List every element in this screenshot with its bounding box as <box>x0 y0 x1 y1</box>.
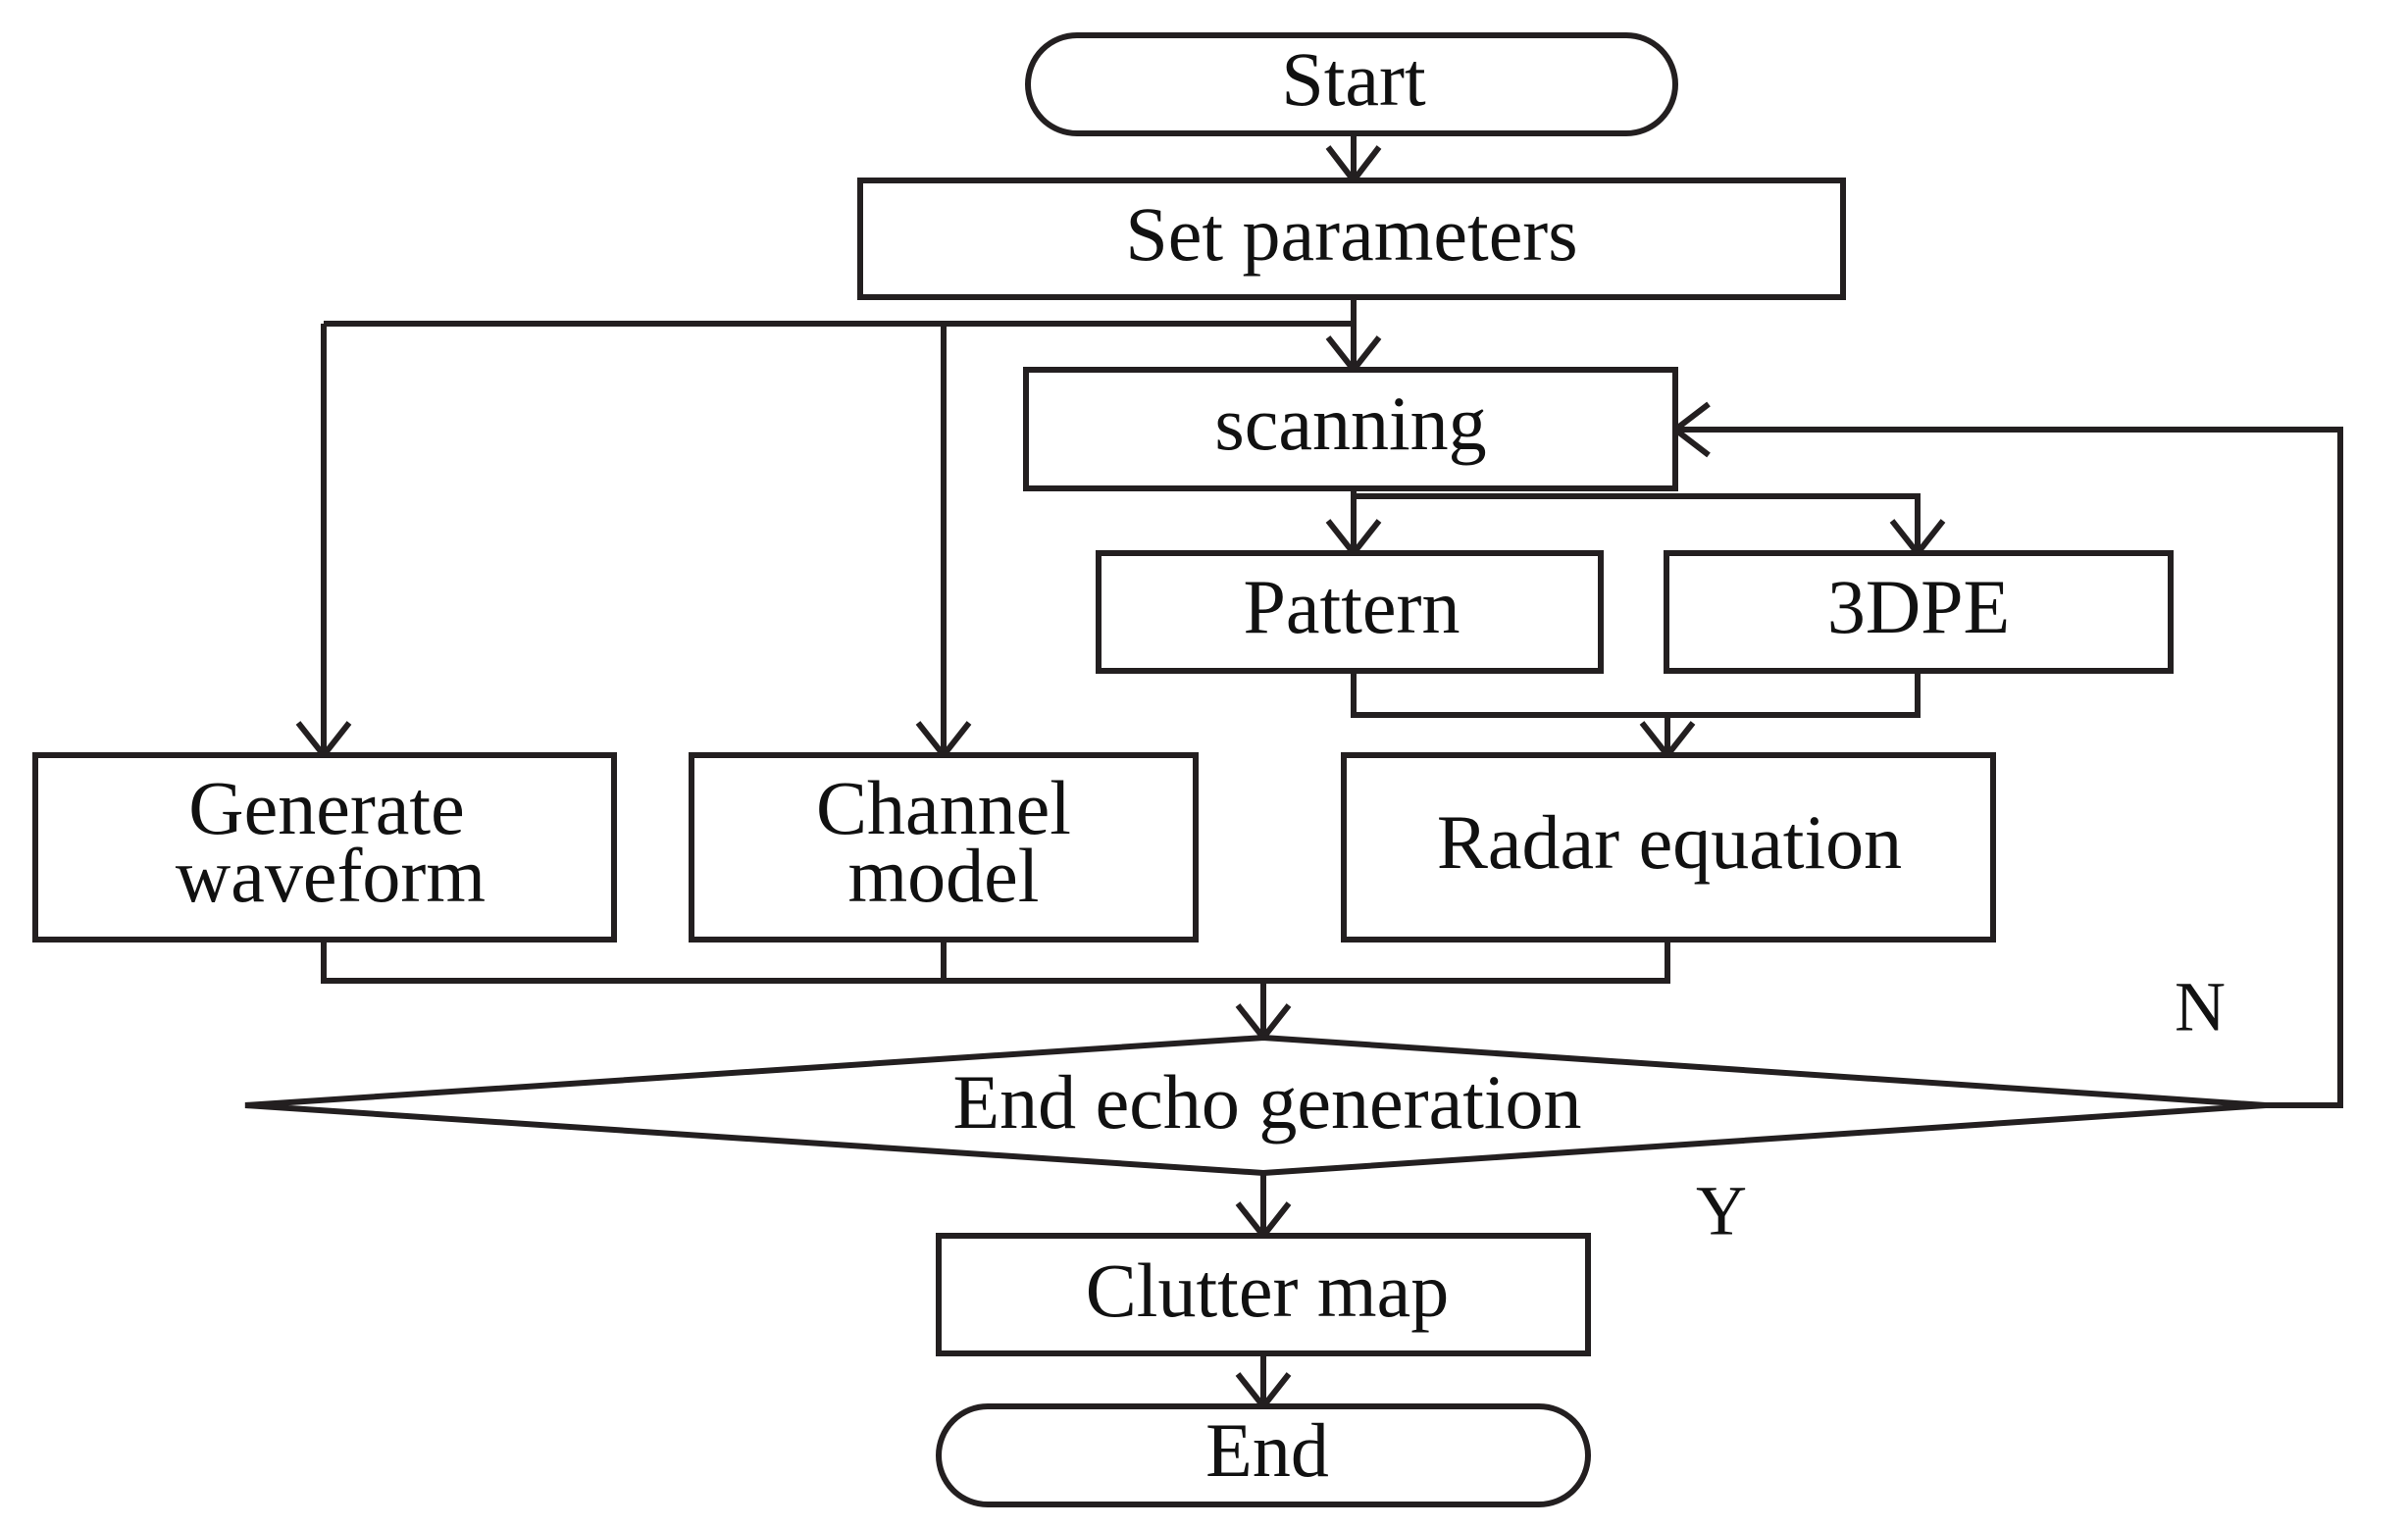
radar-equation-label: Radar equation <box>1437 799 1902 885</box>
start-label: Start <box>1281 36 1426 122</box>
edge-bottom-merge <box>321 940 1670 984</box>
node-radar-equation: Radar equation <box>1341 752 1996 942</box>
3dpe-label: 3DPE <box>1827 564 2010 649</box>
end-echo-generation-label: End echo generation <box>952 1059 1581 1145</box>
node-end-echo-generation-decision: End echo generation <box>244 1034 2267 1177</box>
edge-no-loop <box>1675 427 2343 1108</box>
channel-model-label-line2: model <box>848 833 1040 918</box>
pattern-label: Pattern <box>1244 564 1460 649</box>
edge-pattern-3dpe-merge <box>1351 671 1921 718</box>
node-3dpe: 3DPE <box>1664 550 2174 674</box>
end-label: End <box>1205 1407 1329 1493</box>
scanning-label: scanning <box>1214 381 1486 466</box>
generate-waveform-label-line2: waveform <box>176 833 486 918</box>
node-pattern: Pattern <box>1096 550 1604 674</box>
clutter-map-label: Clutter map <box>1086 1248 1449 1333</box>
node-scanning: scanning <box>1023 367 1678 491</box>
node-start: Start <box>1025 32 1678 136</box>
node-channel-model: Channel model <box>689 752 1199 942</box>
node-clutter-map: Clutter map <box>936 1233 1591 1356</box>
node-generate-waveform: Generate waveform <box>32 752 617 942</box>
edge-scanning-to-3dpe <box>1351 488 1921 553</box>
no-branch-label: N <box>2175 968 2226 1046</box>
yes-branch-label: Y <box>1696 1172 1747 1250</box>
set-parameters-label: Set parameters <box>1125 191 1577 277</box>
channel-model-label-line1: Channel <box>816 765 1071 850</box>
node-set-parameters: Set parameters <box>857 178 1846 300</box>
generate-waveform-label-line1: Generate <box>188 765 464 850</box>
node-end: End <box>936 1403 1591 1507</box>
